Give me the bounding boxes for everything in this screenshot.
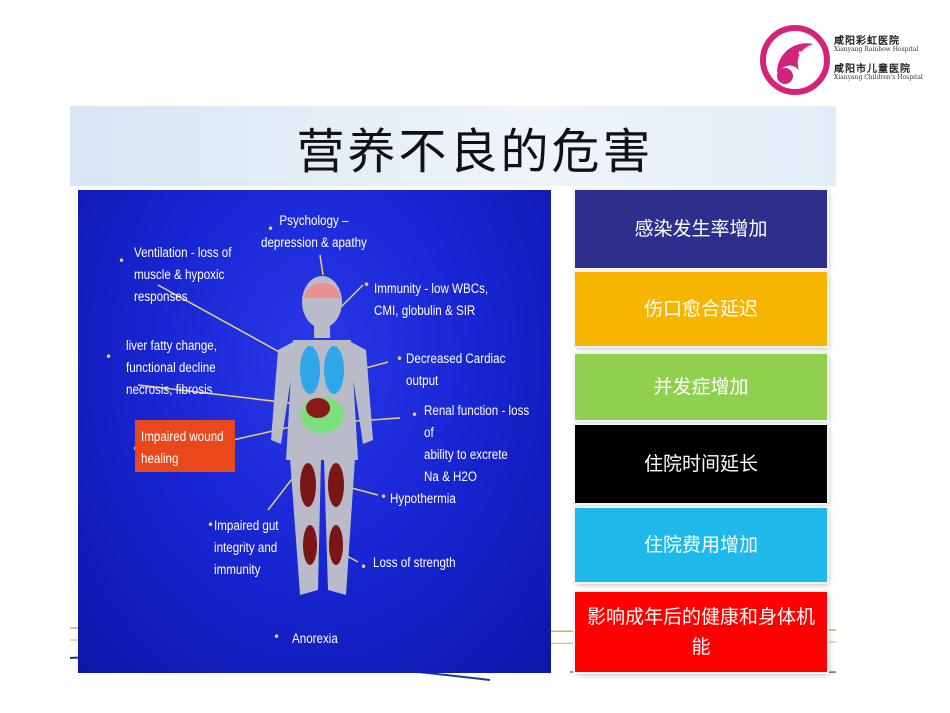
bullet-icon: • [118, 254, 126, 268]
impaired-wound-highlight [135, 420, 235, 472]
consequence-box-higher-cost: 住院费用增加 [575, 508, 827, 582]
label-liver: liver fatty change, functional decline n… [126, 338, 217, 397]
bullet-icon: • [360, 560, 368, 574]
logo-line1-en: Xianyang Rainbow Hospital [834, 46, 919, 53]
label-gut: Impaired gut integrity and immunity [214, 518, 279, 577]
label-renal: Renal function - loss of ability to excr… [424, 403, 530, 484]
bullet-icon: • [273, 630, 281, 644]
bullet-icon: • [380, 490, 388, 504]
logo-line1-cn: 咸阳彩虹医院 [834, 36, 900, 47]
bullet-icon: • [105, 350, 113, 364]
label-cardiac: Decreased Cardiac output [406, 351, 506, 388]
bullet-icon: • [411, 408, 419, 422]
label-psychology: Psychology – depression & apathy [261, 213, 367, 250]
slide-title: 营养不良的危害 [296, 124, 654, 180]
logo-line2-en: Xianyang Children's Hospital [834, 74, 923, 81]
bullet-icon: • [363, 278, 371, 292]
consequence-box-adult-health: 影响成年后的健康和身体机能 [575, 592, 827, 672]
title-band [70, 106, 836, 186]
label-ventilation: Ventilation - loss of muscle & hypoxic r… [134, 245, 232, 304]
label-immunity: Immunity - low WBCs, CMI, globulin & SIR [374, 281, 489, 318]
label-wound-healing: Impaired wound healing [141, 429, 224, 466]
label-anorexia: Anorexia [292, 631, 338, 646]
consequence-box-infection: 感染发生率增加 [575, 190, 827, 268]
bullet-icon: • [396, 352, 404, 366]
consequence-box-wound-delay: 伤口愈合延迟 [575, 272, 827, 346]
logo-line2-cn: 咸阳市儿童医院 [834, 64, 911, 75]
body-figure [137, 254, 401, 595]
hospital-logo [760, 25, 830, 95]
bullet-icon: • [207, 518, 215, 532]
label-strength: Loss of strength [373, 555, 456, 570]
label-hypothermia: Hypothermia [390, 491, 456, 506]
malnutrition-body-diagram: • • • • • • • • • • • Psychology – depre… [78, 190, 551, 673]
consequence-box-longer-stay: 住院时间延长 [575, 425, 827, 503]
bullet-icon: • [267, 222, 275, 236]
consequence-box-complications: 并发症增加 [575, 354, 827, 420]
